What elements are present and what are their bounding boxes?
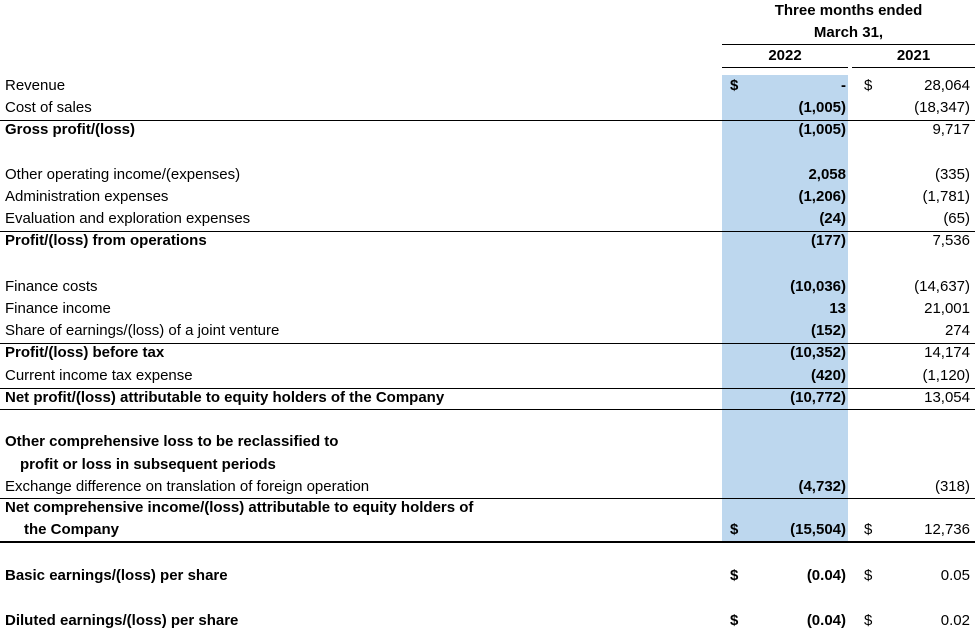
row-divider — [0, 498, 975, 499]
row-divider — [0, 231, 975, 232]
table-row-oci-heading: Other comprehensive loss to be reclassif… — [0, 432, 975, 454]
currency-symbol-2022: $ — [730, 77, 739, 94]
value-2021: (14,637) — [914, 278, 970, 295]
current-period-highlight — [722, 75, 848, 541]
table-row-gross-profit: Gross profit/(loss) (1,005) 9,717 — [0, 120, 975, 142]
row-label: Net comprehensive income/(loss) attribut… — [5, 499, 474, 516]
row-label: Finance costs — [5, 278, 98, 295]
table-row-administration-expenses: Administration expenses (1,206) (1,781) — [0, 187, 975, 209]
value-2021: 7,536 — [932, 232, 970, 249]
table-row-net-profit: Net profit/(loss) attributable to equity… — [0, 388, 975, 410]
value-2022: (420) — [810, 367, 846, 384]
table-row-joint-venture-share: Share of earnings/(loss) of a joint vent… — [0, 321, 975, 343]
row-label: Gross profit/(loss) — [5, 121, 136, 138]
row-label: Basic earnings/(loss) per share — [5, 567, 228, 584]
value-2021: (1,781) — [922, 188, 970, 205]
value-2022: (24) — [819, 210, 846, 227]
currency-symbol-2021: $ — [864, 77, 873, 94]
row-label: Profit/(loss) from operations — [5, 232, 207, 249]
value-2021: 12,736 — [924, 521, 970, 538]
table-row-income-tax: Current income tax expense (420) (1,120) — [0, 366, 975, 388]
table-row-evaluation-exploration: Evaluation and exploration expenses (24)… — [0, 209, 975, 231]
currency-symbol-2021: $ — [864, 521, 873, 538]
value-2022: 13 — [829, 300, 846, 317]
row-label: Profit/(loss) before tax — [5, 344, 165, 361]
value-2022: (1,005) — [798, 121, 846, 138]
table-row-profit-before-tax: Profit/(loss) before tax (10,352) 14,174 — [0, 343, 975, 365]
row-label: Cost of sales — [5, 99, 92, 116]
year-header-2022: 2022 — [768, 47, 802, 64]
currency-symbol-2021: $ — [864, 567, 873, 584]
value-2022: (10,772) — [790, 389, 846, 406]
row-label: Share of earnings/(loss) of a joint vent… — [5, 322, 280, 339]
table-row-finance-costs: Finance costs (10,036) (14,637) — [0, 277, 975, 299]
table-row-revenue: Revenue $ - $ 28,064 — [0, 76, 975, 98]
value-2021: 28,064 — [924, 77, 970, 94]
value-2021: 14,174 — [924, 344, 970, 361]
value-2021: (318) — [934, 478, 970, 495]
table-row-diluted-eps: Diluted earnings/(loss) per share $ (0.0… — [0, 611, 975, 633]
year-2022-underline — [722, 67, 848, 68]
value-2022: (0.04) — [806, 612, 846, 629]
value-2021: 0.05 — [940, 567, 970, 584]
value-2022: (15,504) — [790, 521, 846, 538]
value-2022: (0.04) — [806, 567, 846, 584]
value-2022: - — [841, 77, 846, 94]
currency-symbol-2021: $ — [864, 612, 873, 629]
year-2021-underline — [852, 67, 975, 68]
row-label: profit or loss in subsequent periods — [20, 456, 276, 473]
value-2021: 9,717 — [932, 121, 970, 138]
value-2022: (177) — [810, 232, 846, 249]
table-row-cost-of-sales: Cost of sales (1,005) (18,347) — [0, 98, 975, 120]
currency-symbol-2022: $ — [730, 567, 739, 584]
row-divider — [0, 343, 975, 344]
value-2021: 21,001 — [924, 300, 970, 317]
row-label: the Company — [24, 521, 120, 538]
row-label: Exchange difference on translation of fo… — [5, 478, 370, 495]
value-2021: (65) — [943, 210, 970, 227]
period-header-line1: Three months ended — [774, 2, 923, 19]
period-header-line2: March 31, — [813, 24, 884, 41]
row-label: Diluted earnings/(loss) per share — [5, 612, 239, 629]
table-row-basic-eps: Basic earnings/(loss) per share $ (0.04)… — [0, 566, 975, 588]
currency-symbol-2022: $ — [730, 521, 739, 538]
value-2022: (1,005) — [798, 99, 846, 116]
table-row-finance-income: Finance income 13 21,001 — [0, 299, 975, 321]
value-2021: 0.02 — [940, 612, 970, 629]
year-header-2021: 2021 — [896, 47, 931, 64]
row-label: Revenue — [5, 77, 66, 94]
row-label: Administration expenses — [5, 188, 169, 205]
row-divider — [0, 409, 975, 410]
table-row-profit-from-operations: Profit/(loss) from operations (177) 7,53… — [0, 231, 975, 253]
row-divider — [0, 388, 975, 389]
value-2022: (4,732) — [798, 478, 846, 495]
value-2021: 274 — [944, 322, 970, 339]
value-2022: (1,206) — [798, 188, 846, 205]
value-2022: 2,058 — [808, 166, 846, 183]
table-row-net-comprehensive: the Company $ (15,504) $ 12,736 — [0, 520, 975, 542]
value-2021: (1,120) — [922, 367, 970, 384]
row-label: Evaluation and exploration expenses — [5, 210, 251, 227]
table-row-net-comprehensive-heading: Net comprehensive income/(loss) attribut… — [0, 498, 975, 520]
row-divider — [0, 120, 975, 121]
table-row-exchange-difference: Exchange difference on translation of fo… — [0, 477, 975, 499]
row-label: Finance income — [5, 300, 111, 317]
table-row-oci-heading-cont: profit or loss in subsequent periods — [0, 455, 975, 477]
row-label: Net profit/(loss) attributable to equity… — [5, 389, 445, 406]
value-2021: (335) — [934, 166, 970, 183]
row-label: Other comprehensive loss to be reclassif… — [5, 433, 339, 450]
header-underline — [722, 44, 975, 45]
value-2021: (18,347) — [914, 99, 970, 116]
value-2022: (10,352) — [790, 344, 846, 361]
currency-symbol-2022: $ — [730, 612, 739, 629]
row-label: Other operating income/(expenses) — [5, 166, 241, 183]
row-label: Current income tax expense — [5, 367, 193, 384]
value-2021: 13,054 — [924, 389, 970, 406]
table-row-other-operating-income: Other operating income/(expenses) 2,058 … — [0, 165, 975, 187]
value-2022: (10,036) — [790, 278, 846, 295]
value-2022: (152) — [810, 322, 846, 339]
row-divider-double — [0, 541, 975, 543]
